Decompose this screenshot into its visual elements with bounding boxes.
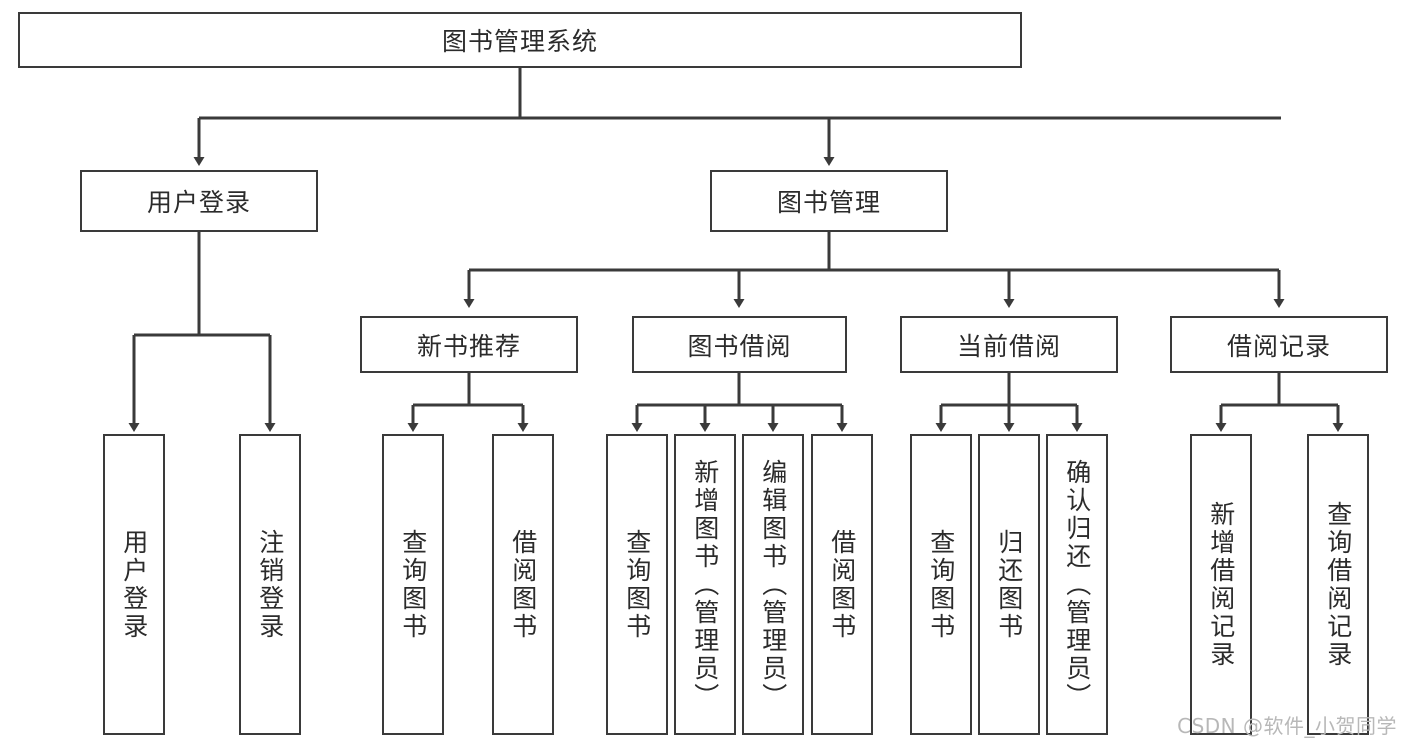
node-label: 当前借阅 xyxy=(956,331,1061,361)
node-leaf-borrow-book-2[interactable]: 借阅图书 xyxy=(811,434,873,735)
node-current-borrow[interactable]: 当前借阅 xyxy=(900,316,1118,373)
watermark-text: CSDN @软件_小贺同学 xyxy=(1177,714,1397,738)
node-leaf-query-record[interactable]: 查询借阅记录 xyxy=(1307,434,1369,735)
node-label: 注销登录 xyxy=(255,528,285,641)
node-leaf-return-book[interactable]: 归还图书 xyxy=(978,434,1040,735)
node-label: 查询图书 xyxy=(398,528,428,641)
node-leaf-add-record[interactable]: 新增借阅记录 xyxy=(1190,434,1252,735)
node-label: 新书推荐 xyxy=(416,331,521,361)
node-label: 查询借阅记录 xyxy=(1323,500,1353,669)
node-label: 用户登录 xyxy=(146,188,251,217)
node-label: 确认归还（管理员） xyxy=(1062,458,1092,711)
node-label: 编辑图书（管理员） xyxy=(758,458,788,711)
node-leaf-query-book-3[interactable]: 查询图书 xyxy=(910,434,972,735)
node-label: 新增图书（管理员） xyxy=(690,458,720,711)
node-leaf-query-book-1[interactable]: 查询图书 xyxy=(382,434,444,735)
node-label: 查询图书 xyxy=(622,528,652,641)
node-label: 归还图书 xyxy=(994,528,1024,641)
node-book-manage[interactable]: 图书管理 xyxy=(710,170,948,232)
node-label: 图书管理系统 xyxy=(441,27,598,56)
node-book-borrow[interactable]: 图书借阅 xyxy=(632,316,847,373)
node-label: 新增借阅记录 xyxy=(1206,500,1236,669)
node-label: 借阅记录 xyxy=(1226,331,1331,361)
node-borrow-record[interactable]: 借阅记录 xyxy=(1170,316,1388,373)
node-root-system[interactable]: 图书管理系统 xyxy=(18,12,1022,68)
node-label: 图书管理 xyxy=(776,188,881,217)
node-leaf-confirm-return[interactable]: 确认归还（管理员） xyxy=(1046,434,1108,735)
node-label: 查询图书 xyxy=(926,528,956,641)
node-leaf-borrow-book-1[interactable]: 借阅图书 xyxy=(492,434,554,735)
node-label: 用户登录 xyxy=(119,528,149,641)
node-label: 借阅图书 xyxy=(508,528,538,641)
node-label: 图书借阅 xyxy=(687,331,792,361)
node-leaf-logout-login[interactable]: 注销登录 xyxy=(239,434,301,735)
node-leaf-user-login[interactable]: 用户登录 xyxy=(103,434,165,735)
node-user-login[interactable]: 用户登录 xyxy=(80,170,318,232)
node-leaf-add-book[interactable]: 新增图书（管理员） xyxy=(674,434,736,735)
node-label: 借阅图书 xyxy=(827,528,857,641)
node-new-book-recommend[interactable]: 新书推荐 xyxy=(360,316,578,373)
node-leaf-query-book-2[interactable]: 查询图书 xyxy=(606,434,668,735)
node-leaf-edit-book[interactable]: 编辑图书（管理员） xyxy=(742,434,804,735)
